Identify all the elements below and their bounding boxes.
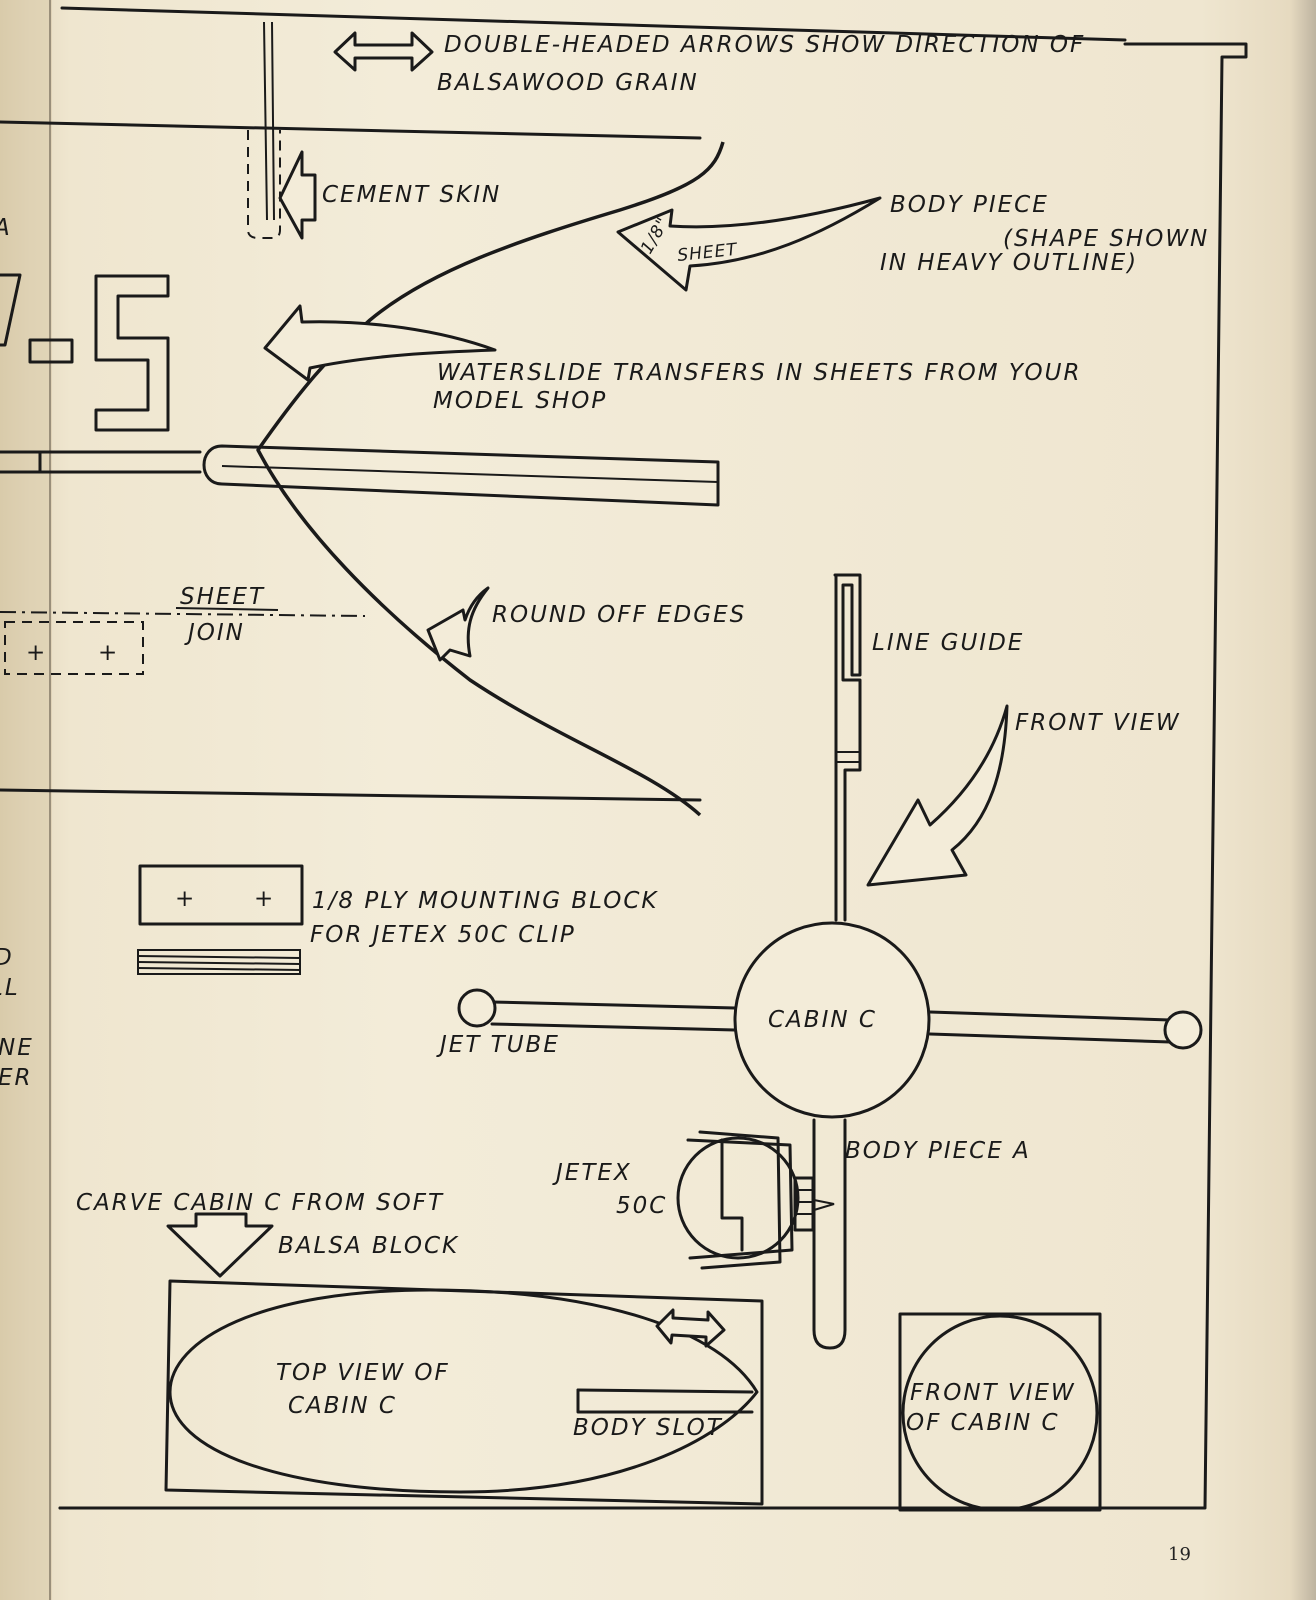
fuselage-bottom-line: [0, 788, 702, 802]
ply-plus-left: +: [175, 886, 196, 912]
jet-tube-right: [928, 1010, 1172, 1044]
jet-tube-left-end: [457, 988, 497, 1028]
transfers-line2: MODEL SHOP: [433, 388, 607, 414]
registration-dash: [28, 338, 74, 364]
body-piece-a-label: BODY PIECE A: [845, 1138, 1031, 1164]
dashed-mount-outline: [4, 621, 144, 675]
left-fragment-er: ER: [0, 1065, 33, 1091]
body-slot-top: [576, 1388, 754, 1394]
sheet-join-line1: SHEET: [180, 584, 265, 610]
wire-post: [263, 21, 275, 221]
top-view-line1: TOP VIEW OF: [276, 1360, 450, 1386]
transfers-arrow: [263, 304, 497, 382]
jet-tube-label: JET TUBE: [436, 1032, 560, 1058]
shape-note-line1: (SHAPE SHOWN: [1003, 226, 1209, 252]
cement-skin-label: CEMENT SKIN: [322, 182, 501, 208]
top-view-line2: CABIN C: [288, 1393, 397, 1419]
cabin-top-view-ellipse: [168, 1288, 759, 1494]
jetex-clip: [686, 1130, 794, 1270]
jet-tube-centerline: [221, 465, 719, 483]
grain-note-line2: BALSAWOOD GRAIN: [437, 70, 699, 96]
left-fragment-ne: NE: [0, 1035, 34, 1061]
binding-gutter: [0, 0, 52, 1600]
registration-v-fragment: [0, 273, 22, 347]
transfers-line1: WATERSLIDE TRANSFERS IN SHEETS FROM YOUR: [437, 360, 1081, 386]
left-fragment-ll: LL: [0, 975, 20, 1001]
front-view-cabin-line2: OF CABIN C: [906, 1410, 1060, 1436]
jet-tube-left: [490, 1000, 737, 1032]
carve-line1: CARVE CABIN C FROM SOFT: [76, 1190, 444, 1216]
front-view-cabin-line1: FRONT VIEW: [910, 1380, 1076, 1406]
ply-block-line2: FOR JETEX 50C CLIP: [310, 922, 576, 948]
block-grain-arrow: [655, 1308, 726, 1348]
jetex-line2: 50C: [616, 1193, 667, 1219]
jetex-line1: JETEX: [552, 1160, 632, 1186]
cabin-c-label: CABIN C: [768, 1007, 877, 1033]
front-view-arrow: [866, 704, 1009, 887]
cement-skin-arrow: [278, 150, 317, 240]
fuselage-top-line: [0, 120, 702, 140]
left-fragment-d: D: [0, 945, 14, 971]
jet-tube-right-end: [1163, 1010, 1203, 1050]
grain-direction-arrow: [333, 31, 434, 72]
line-guide: [833, 573, 862, 922]
page-number: 19: [1168, 1544, 1191, 1565]
carve-line2: BALSA BLOCK: [278, 1233, 459, 1259]
registration-five: [94, 274, 170, 432]
shape-note-line2: IN HEAVY OUTLINE): [880, 250, 1138, 276]
body-piece-outline: [256, 141, 725, 817]
body-piece-a: [812, 1118, 847, 1350]
line-guide-label: LINE GUIDE: [872, 630, 1024, 656]
tube-stub-left: [0, 450, 42, 474]
wire-slot-dashed: [247, 130, 281, 239]
tube-leftline: [38, 450, 202, 474]
jetex-motor-circle: [676, 1136, 800, 1260]
sheet-thickness-arrow: [616, 196, 882, 292]
balsa-block-outline: [164, 1279, 764, 1506]
body-slot: [576, 1388, 754, 1414]
left-fragment-a: A: [0, 215, 12, 241]
cabin-front-circle: [901, 1314, 1099, 1512]
line-guide-ticks: [836, 751, 860, 763]
cabin-c-circle: [733, 921, 931, 1119]
body-slot-label: BODY SLOT: [573, 1415, 723, 1441]
sheet-join-line2: JOIN: [184, 620, 245, 646]
plus-mark-left: +: [26, 640, 47, 666]
body-piece-label: BODY PIECE: [890, 192, 1049, 218]
ply-plus-right: +: [254, 886, 275, 912]
ply-mounting-block: [138, 864, 304, 926]
ply-layers: [137, 955, 301, 971]
carve-arrow: [166, 1212, 274, 1278]
plus-mark-right: +: [98, 640, 119, 666]
sheet-join-underline: [175, 607, 279, 611]
round-off-arrow: [426, 586, 490, 662]
round-off-label: ROUND OFF EDGES: [492, 602, 746, 628]
sheet-join-line: [0, 611, 366, 617]
jetex-mount-block: [793, 1176, 815, 1232]
jetex-mount-detail: [795, 1189, 835, 1215]
ply-block-line1: 1/8 PLY MOUNTING BLOCK: [312, 888, 658, 914]
grain-note-line1: DOUBLE-HEADED ARROWS SHOW DIRECTION OF: [444, 32, 1085, 58]
front-view-label: FRONT VIEW: [1015, 710, 1181, 736]
jet-tube-side: [202, 444, 720, 507]
jetex-clip-bar: [720, 1138, 744, 1252]
